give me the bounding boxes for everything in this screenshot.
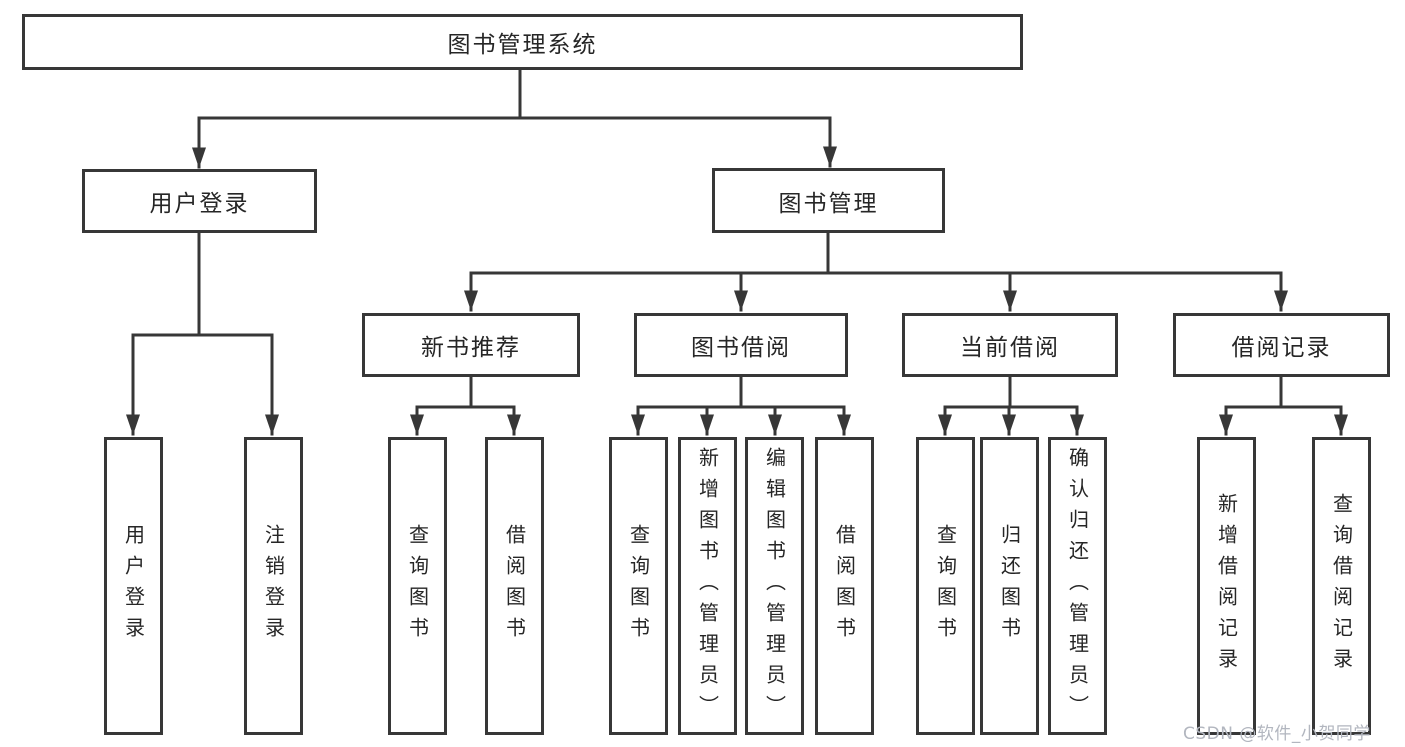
leaf-cb-return-book: 归还图书	[980, 437, 1039, 735]
leaf-nb-borrow-books: 借阅图书	[485, 437, 544, 735]
leaf-cb-confirm-return-admin: 确认归还（管理员）	[1048, 437, 1107, 735]
watermark: CSDN @软件_小贺同学	[1183, 724, 1371, 744]
node-borrow-records: 借阅记录	[1173, 313, 1390, 377]
leaf-label: 用户登录	[121, 524, 146, 648]
node-label: 用户登录	[149, 191, 250, 217]
leaf-label: 查询图书	[626, 524, 651, 648]
leaf-label: 新增借阅记录	[1214, 493, 1239, 679]
node-current-borrow: 当前借阅	[902, 313, 1118, 377]
leaf-bb-query-books: 查询图书	[609, 437, 668, 735]
leaf-br-query-borrow-record: 查询借阅记录	[1312, 437, 1371, 735]
node-user-login: 用户登录	[82, 169, 317, 233]
node-book-management: 图书管理	[712, 168, 945, 233]
leaf-label: 查询借阅记录	[1329, 493, 1354, 679]
node-label: 新书推荐	[421, 335, 521, 361]
leaf-label: 查询图书	[933, 524, 958, 648]
leaf-bb-borrow-books: 借阅图书	[815, 437, 874, 735]
node-book-borrow: 图书借阅	[634, 313, 848, 377]
leaf-label: 借阅图书	[502, 524, 527, 648]
leaf-cb-query-books: 查询图书	[916, 437, 975, 735]
leaf-label: 确认归还（管理员）	[1065, 446, 1090, 726]
node-label: 图书借阅	[691, 335, 791, 361]
leaf-bb-add-book-admin: 新增图书（管理员）	[678, 437, 737, 735]
node-new-book-recommend: 新书推荐	[362, 313, 580, 377]
leaf-label: 注销登录	[261, 524, 286, 648]
leaf-nb-query-books: 查询图书	[388, 437, 447, 735]
leaf-label: 查询图书	[405, 524, 430, 648]
leaf-label: 编辑图书（管理员）	[762, 446, 787, 726]
node-label: 当前借阅	[960, 335, 1060, 361]
node-label: 借阅记录	[1231, 335, 1332, 361]
node-library-management-system: 图书管理系统	[22, 14, 1023, 70]
node-label: 图书管理	[778, 190, 879, 217]
leaf-label: 借阅图书	[832, 524, 857, 648]
leaf-label: 新增图书（管理员）	[695, 446, 720, 726]
leaf-br-add-borrow-record: 新增借阅记录	[1197, 437, 1256, 735]
leaf-label: 归还图书	[997, 524, 1022, 648]
leaf-logout: 注销登录	[244, 437, 303, 735]
node-label: 图书管理系统	[447, 32, 598, 58]
leaf-bb-edit-book-admin: 编辑图书（管理员）	[745, 437, 804, 735]
leaf-user-login: 用户登录	[104, 437, 163, 735]
